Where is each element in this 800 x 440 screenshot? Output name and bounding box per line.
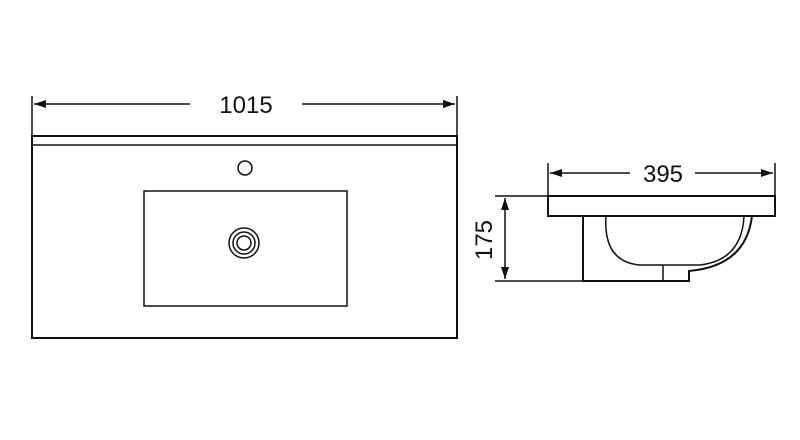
side-slab-outline [548, 196, 775, 216]
side-basin-outer [583, 216, 752, 281]
side-view: 395 175 [471, 161, 775, 281]
side-basin-inner [606, 216, 744, 265]
tap-hole [238, 161, 252, 175]
height-dimension-label: 175 [471, 220, 498, 260]
top-view: 1015 [32, 92, 457, 338]
basin-outline [144, 191, 347, 306]
depth-dimension-label: 395 [643, 161, 683, 188]
drain-inner [237, 236, 251, 250]
width-dimension-label: 1015 [219, 92, 272, 119]
vanity-top-outline [32, 136, 457, 338]
